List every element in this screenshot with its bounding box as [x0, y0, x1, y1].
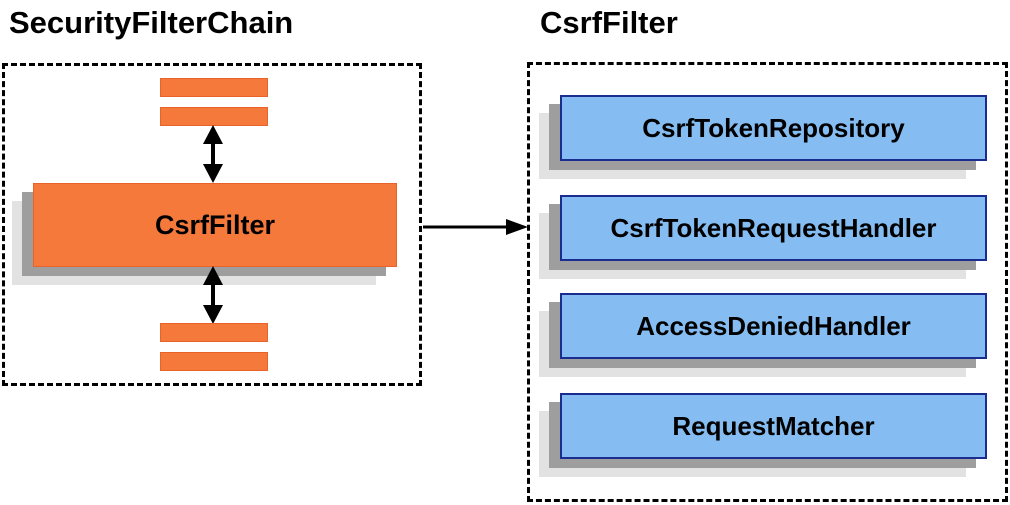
security-filter-chain-title: SecurityFilterChain: [9, 5, 294, 40]
component-csrf-token-repository: CsrfTokenRepository: [560, 95, 987, 161]
component-label: RequestMatcher: [672, 410, 875, 441]
filter-placeholder-bar: [160, 107, 268, 126]
double-arrow-icon: [203, 266, 223, 324]
filter-placeholder-bar: [160, 323, 268, 342]
security-filter-chain-container: [2, 63, 422, 386]
double-arrow-icon: [203, 125, 223, 183]
csrf-filter-container: [527, 62, 1008, 502]
component-label: CsrfTokenRequestHandler: [610, 212, 937, 243]
csrf-filter-title: CsrfFilter: [540, 5, 678, 40]
component-request-matcher: RequestMatcher: [560, 393, 987, 459]
component-csrf-token-request-handler: CsrfTokenRequestHandler: [560, 195, 987, 261]
filter-placeholder-bar: [160, 78, 268, 97]
filter-placeholder-bar: [160, 352, 268, 371]
component-label: CsrfTokenRepository: [642, 112, 905, 143]
csrf-filter-node: CsrfFilter: [33, 183, 397, 267]
right-arrow-icon: [423, 219, 528, 235]
csrf-filter-node-label: CsrfFilter: [154, 209, 276, 240]
component-access-denied-handler: AccessDeniedHandler: [560, 293, 987, 359]
component-label: AccessDeniedHandler: [636, 310, 911, 341]
